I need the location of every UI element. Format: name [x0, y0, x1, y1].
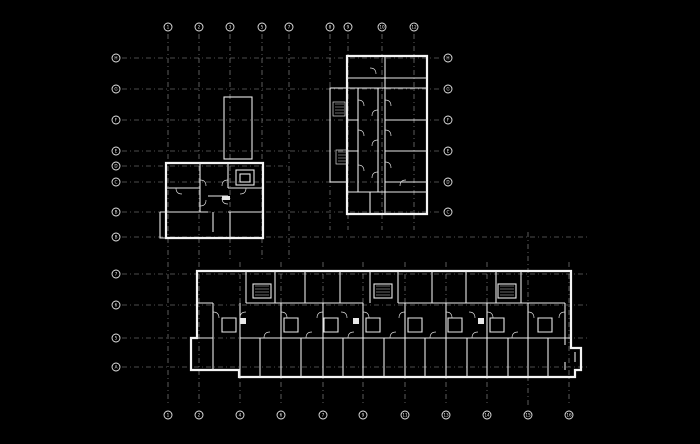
- svg-text:2: 2: [198, 413, 201, 418]
- grid-bubble-left-F: F: [111, 115, 121, 125]
- svg-text:15: 15: [525, 413, 531, 418]
- grid-bubble-left-B1: B: [111, 207, 121, 217]
- svg-text:E: E: [447, 149, 450, 154]
- building-north: [329, 54, 429, 216]
- grid-bubble-bottom-9: 9: [358, 410, 368, 420]
- building-south-long: [189, 269, 583, 379]
- svg-text:5: 5: [115, 336, 118, 341]
- grid-bubbles-right: H G F E D C: [443, 53, 453, 217]
- grid-bubble-left-D: D: [111, 161, 121, 171]
- grid-bubble-top-10: 10: [377, 22, 387, 32]
- svg-text:F: F: [447, 118, 450, 123]
- svg-text:6: 6: [115, 303, 118, 308]
- svg-text:D: D: [114, 164, 117, 169]
- svg-text:A: A: [115, 365, 118, 370]
- svg-text:B: B: [115, 235, 118, 240]
- svg-text:C: C: [447, 210, 450, 215]
- grid-bubble-bottom-4: 4: [235, 410, 245, 420]
- grid-bubble-left-G: G: [111, 84, 121, 94]
- grid-bubble-right-H: H: [443, 53, 453, 63]
- svg-text:1: 1: [167, 25, 170, 30]
- svg-text:C: C: [115, 180, 118, 185]
- grid-bubble-right-G: G: [443, 84, 453, 94]
- grid-bubble-top-9: 9: [343, 22, 353, 32]
- grid-bubble-left-C: C: [111, 177, 121, 187]
- grid-bubble-right-F: F: [443, 115, 453, 125]
- grid-bubble-left-7: 7: [111, 269, 121, 279]
- svg-text:H: H: [114, 56, 117, 61]
- grid-bubble-right-D: D: [443, 177, 453, 187]
- grid-bubble-bottom-11: 11: [400, 410, 410, 420]
- grid-bubble-right-C: C: [443, 207, 453, 217]
- grid-bubble-top-3: 3: [225, 22, 235, 32]
- grid-bubble-bottom-14: 14: [482, 410, 492, 420]
- grid-bubble-top-8: 8: [325, 22, 335, 32]
- grid-bubble-right-E: E: [443, 146, 453, 156]
- svg-text:9: 9: [347, 25, 350, 30]
- svg-text:7: 7: [288, 25, 291, 30]
- grid-bubbles-bottom: 1 2 4 6 7 9 11 13 14 15 16: [163, 410, 574, 420]
- grid-bubble-bottom-2: 2: [194, 410, 204, 420]
- grid-bubble-left-B2: B: [111, 232, 121, 242]
- svg-text:2: 2: [198, 25, 201, 30]
- svg-text:12: 12: [411, 25, 417, 30]
- grid-bubble-top-12: 12: [409, 22, 419, 32]
- svg-text:D: D: [446, 180, 449, 185]
- svg-text:G: G: [114, 87, 117, 92]
- svg-text:14: 14: [484, 413, 490, 418]
- svg-text:16: 16: [566, 413, 572, 418]
- grid-bubble-top-7: 7: [284, 22, 294, 32]
- svg-text:3: 3: [229, 25, 232, 30]
- svg-text:10: 10: [379, 25, 385, 30]
- grid-bubble-top-5: 5: [257, 22, 267, 32]
- svg-text:7: 7: [115, 272, 118, 277]
- svg-text:H: H: [446, 56, 449, 61]
- svg-text:B: B: [115, 210, 118, 215]
- grid-bubble-bottom-1: 1: [163, 410, 173, 420]
- grid-bubble-left-E: E: [111, 146, 121, 156]
- svg-text:4: 4: [239, 413, 242, 418]
- grid-bubble-left-H: H: [111, 53, 121, 63]
- svg-text:8: 8: [329, 25, 332, 30]
- svg-text:E: E: [115, 149, 118, 154]
- svg-text:6: 6: [280, 413, 283, 418]
- grid-bubble-left-A: A: [111, 362, 121, 372]
- svg-text:13: 13: [443, 413, 449, 418]
- grid-bubble-bottom-15: 15: [523, 410, 533, 420]
- grid-bubble-bottom-7: 7: [318, 410, 328, 420]
- grid-bubble-left-6: 6: [111, 300, 121, 310]
- svg-text:F: F: [115, 118, 118, 123]
- grid-bubble-left-5: 5: [111, 333, 121, 343]
- building-west-small: [159, 96, 265, 240]
- grid-bubble-top-2: 2: [194, 22, 204, 32]
- svg-text:G: G: [446, 87, 449, 92]
- grid-bubble-bottom-13: 13: [441, 410, 451, 420]
- grid-bubble-top-1: 1: [163, 22, 173, 32]
- svg-text:9: 9: [362, 413, 365, 418]
- grid-bubble-bottom-16: 16: [564, 410, 574, 420]
- svg-text:11: 11: [402, 413, 408, 418]
- svg-text:1: 1: [167, 413, 170, 418]
- svg-text:7: 7: [322, 413, 325, 418]
- grid-bubbles-left: H G F E D C B B 7 6 5 A: [111, 53, 121, 372]
- grid-bubble-bottom-6: 6: [276, 410, 286, 420]
- svg-text:5: 5: [261, 25, 264, 30]
- grid-bubbles-top: 1 2 3 5 7 8 9 10 12: [163, 22, 419, 32]
